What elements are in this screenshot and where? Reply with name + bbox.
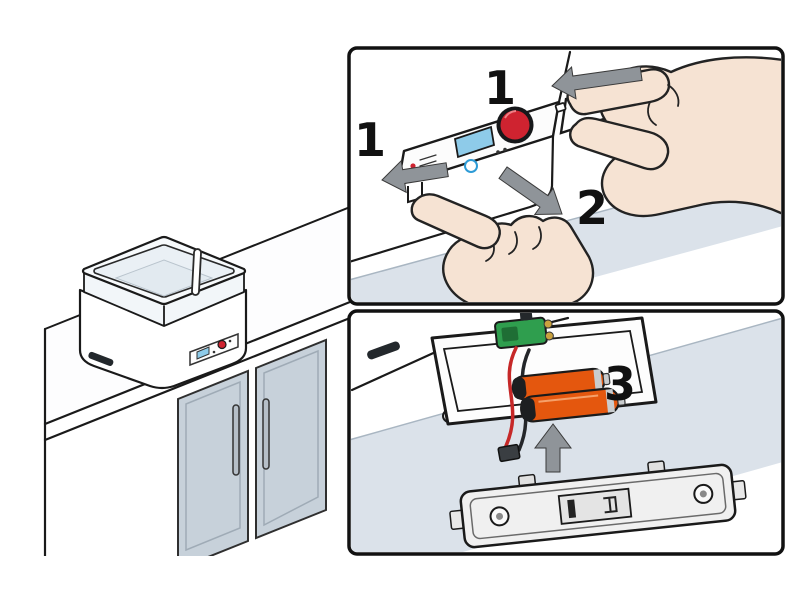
- tray-inner-line: [469, 472, 727, 540]
- tray-screw-right-center: [699, 490, 707, 498]
- connector-pin-1: [543, 319, 553, 329]
- knob-highlight: [504, 110, 517, 119]
- battery-removal-frame: 3: [347, 309, 785, 556]
- panel-dot-1: [496, 150, 500, 154]
- batteries: [511, 367, 626, 423]
- appliance-on-counter: [78, 235, 248, 390]
- wire-plug: [497, 443, 521, 463]
- tray-contact-spring: [603, 496, 618, 514]
- panel-frame-border: [347, 46, 785, 306]
- mini-button-dot-1: [212, 350, 216, 354]
- battery-compartment-inner: [442, 330, 644, 412]
- tub-floor: [114, 259, 214, 297]
- battery-cover-tray: [449, 460, 747, 549]
- tray-screw-left-center: [496, 512, 504, 520]
- counter-band-bottom-edge: [43, 312, 360, 442]
- appliance-body: [78, 288, 248, 390]
- thumb: [569, 116, 670, 171]
- battery-rear-nub: [602, 372, 611, 386]
- step-number-3: 3: [604, 357, 636, 411]
- door-handle-right: [262, 398, 270, 470]
- panel-removal-frame: 1 1 2: [347, 46, 785, 306]
- battery-frame-content: [351, 313, 781, 552]
- knuckle-lines: [647, 84, 680, 126]
- pointing-finger: [410, 193, 501, 250]
- wire-red: [504, 346, 518, 448]
- connector-pin-2: [544, 331, 554, 341]
- battery-front-cap: [520, 397, 536, 421]
- mini-knob: [217, 339, 227, 350]
- arrow-step3-up-icon: [534, 423, 572, 473]
- battery-rear-cap: [512, 377, 527, 400]
- panel-label-lines: [419, 154, 437, 167]
- mini-display: [196, 346, 210, 360]
- cabinet-door-right: [255, 338, 327, 540]
- vent-slot: [88, 351, 114, 366]
- panel-display: [453, 125, 496, 159]
- right-latch-tab: [554, 102, 567, 113]
- switch-connector: [494, 313, 554, 350]
- cabinet-door-right-inner-line: [263, 349, 319, 527]
- door-handle-left: [232, 404, 240, 476]
- connector-cap: [519, 313, 533, 321]
- tub-wall-edges: [83, 271, 245, 327]
- battery-highlight: [538, 394, 599, 403]
- tray-contact-flat: [567, 499, 577, 519]
- panel-frame-content: [351, 50, 781, 302]
- hand-pointing: [410, 193, 595, 302]
- arrow-step2-icon: [498, 166, 563, 216]
- panel-dot-2: [503, 147, 507, 152]
- knob: [500, 110, 530, 140]
- cabinet-door-left-inner-line: [185, 380, 241, 552]
- panel-round-button: [464, 159, 478, 173]
- underside-slot: [367, 341, 400, 360]
- battery-frame-border: [347, 309, 785, 556]
- appliance-underside: [351, 313, 664, 391]
- probe-stick: [191, 248, 202, 296]
- battery-rear-ring: [593, 369, 603, 391]
- hand-right: [566, 56, 781, 218]
- battery-front-ring: [605, 388, 615, 413]
- connector-inset: [501, 326, 519, 342]
- arrow-step1-right-icon: [551, 65, 643, 100]
- step-number-2: 2: [576, 181, 608, 235]
- left-scene: [43, 202, 360, 556]
- mini-button-dot-2: [228, 339, 232, 343]
- cabinet-door-left: [177, 369, 249, 556]
- arrow-step1-left-icon: [381, 159, 449, 194]
- step-number-1-left: 1: [354, 113, 386, 167]
- battery-front-nub: [616, 393, 626, 406]
- step-number-1-top: 1: [484, 61, 516, 115]
